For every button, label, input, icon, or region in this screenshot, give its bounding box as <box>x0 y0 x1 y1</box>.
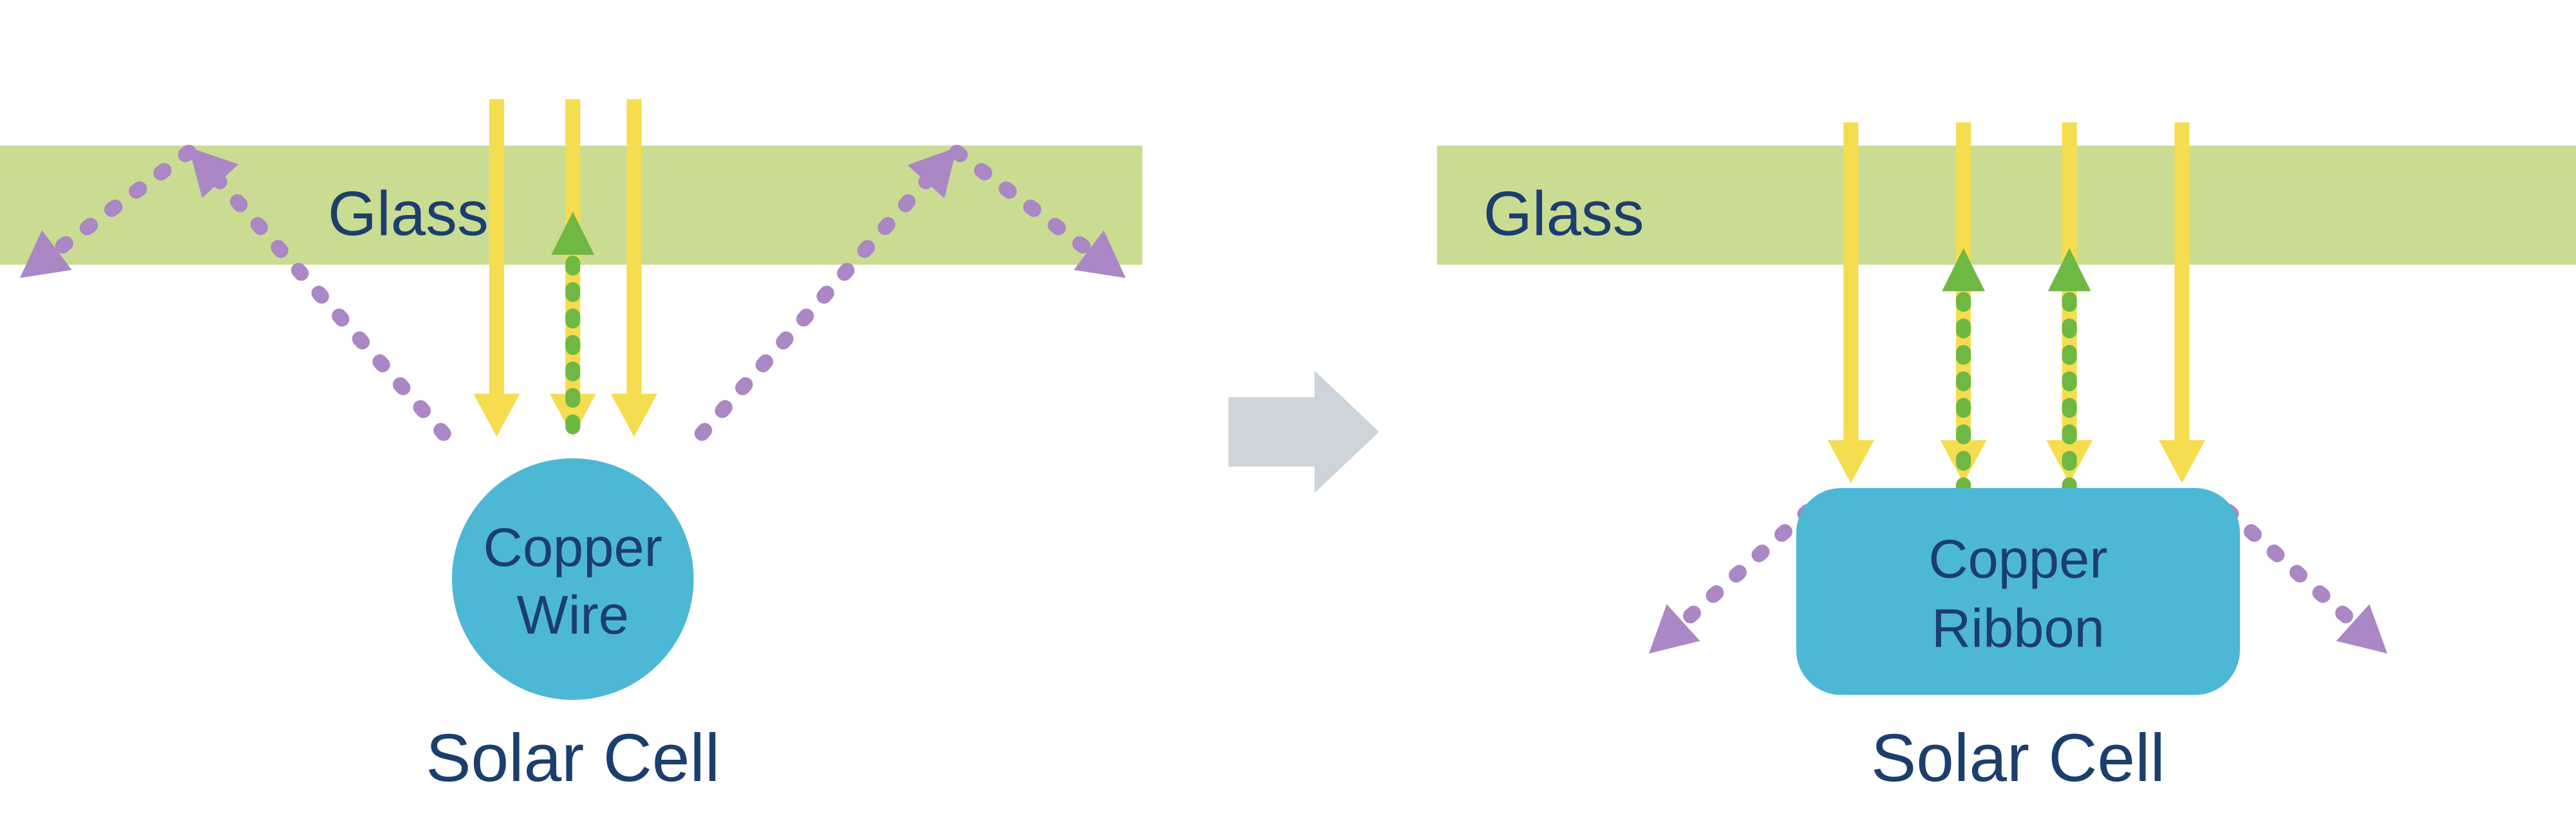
arrow-down-head-icon <box>2159 440 2206 484</box>
scattered-arrow-head-icon <box>19 230 72 278</box>
copper-wire-label-line2: Wire <box>516 584 628 645</box>
scattered-arrow-head-icon <box>1073 230 1126 278</box>
copper-wire-shape <box>451 458 694 700</box>
arrow-up-head-icon <box>551 211 595 255</box>
scattered-light-ray-left <box>19 144 451 441</box>
arrow-up-head-icon <box>1942 248 1986 292</box>
sunlight-arrow-1 <box>473 99 520 437</box>
scattered-ray-segment <box>949 144 1107 266</box>
reflected-light-arrow-2 <box>2047 248 2091 498</box>
copper-ribbon-label-line2: Ribbon <box>1932 598 2105 659</box>
arrow-down-head-icon <box>473 393 520 437</box>
copper-ribbon-label-line1: Copper <box>1928 528 2107 589</box>
copper-ribbon-shape <box>1796 488 2241 695</box>
left-panel: Glass <box>0 99 1143 796</box>
glass-label: Glass <box>1483 178 1644 249</box>
right-panel: Glass <box>1436 122 2576 796</box>
reflected-light-arrow-1 <box>1942 248 1986 498</box>
scattered-arrow-head-icon <box>907 147 957 198</box>
scattered-ray-segment <box>694 158 948 441</box>
scattered-arrow-head-icon <box>2336 604 2387 654</box>
solar-cell-label: Solar Cell <box>426 720 720 796</box>
scattered-ray-segment <box>39 144 196 266</box>
scattered-ray-segment <box>1678 504 1816 628</box>
transition-arrow-icon <box>1228 370 1379 493</box>
scattered-ray-segment <box>2221 504 2358 628</box>
scattered-light-ray-right <box>2221 504 2387 654</box>
glass-label: Glass <box>328 178 489 249</box>
sunlight-arrow-3 <box>610 99 657 437</box>
arrow-up-head-icon <box>2047 248 2091 292</box>
scattered-arrow-head-icon <box>189 147 239 198</box>
reflected-light-arrow <box>551 211 595 435</box>
arrow-down-head-icon <box>610 393 657 437</box>
scattered-light-ray-left <box>1649 504 1816 654</box>
arrow-down-head-icon <box>1827 440 1874 484</box>
scattered-arrow-head-icon <box>1649 604 1700 654</box>
sunlight-arrow-4 <box>2159 122 2206 484</box>
copper-wire-label-line1: Copper <box>484 516 663 578</box>
scattered-light-ray-right <box>694 144 1126 441</box>
scattered-ray-segment <box>198 158 451 441</box>
sunlight-arrow-1 <box>1827 122 1874 484</box>
glass-layer <box>1436 146 2576 265</box>
solar-cell-label: Solar Cell <box>1871 720 2165 796</box>
